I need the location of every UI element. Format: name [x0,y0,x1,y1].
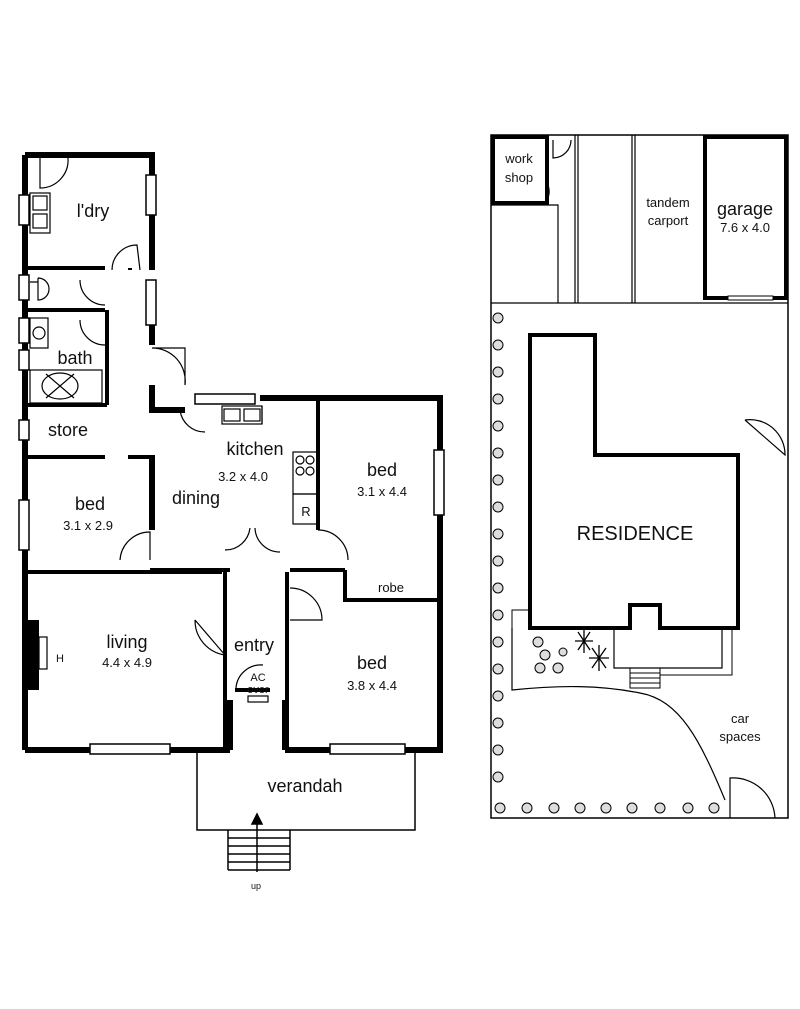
site-boundary [490,134,789,819]
front-steps [629,667,661,689]
outbuildings [491,135,788,304]
shrub-row-left [492,312,504,783]
stairs-up-label: up [251,881,261,891]
front-gate [729,777,776,819]
carport-label-line1: tandem [646,195,689,210]
garage-label: garage [717,199,773,219]
room-size-bed-3: 3.8 x 4.4 [347,678,397,693]
room-label-bed-1: bed [75,494,105,514]
heater-unit [38,636,48,670]
room-size-bed-1: 3.1 x 2.9 [63,518,113,533]
site-plan [490,134,789,819]
ac-label-line1: AC [250,672,265,684]
workshop-label-line2: shop [505,170,533,185]
room-label-kitchen: kitchen [226,439,283,459]
verandah-outline [196,750,416,872]
room-size-living: 4.4 x 4.9 [102,655,152,670]
fixtures [29,192,319,703]
room-size-kitchen: 3.2 x 4.0 [218,469,268,484]
car-spaces-label-line2: spaces [719,729,761,744]
residence-label: RESIDENCE [577,523,694,545]
room-label-dining: dining [172,488,220,508]
room-label-bath: bath [57,348,92,368]
ac-label-line2: over [247,684,269,696]
garage-door [727,295,774,301]
room-size-bed-2: 3.1 x 4.4 [357,484,407,499]
windows [18,174,445,755]
residence-outline [528,333,740,630]
workshop-door-2 [546,182,550,201]
workshop-door [552,139,572,159]
room-label-laundry: l'dry [77,201,109,221]
room-label-robe: robe [378,580,404,595]
room-label-entry: entry [234,635,274,655]
garden-bed-edge [511,628,726,801]
car-spaces-label-line1: car [731,711,750,726]
room-label-living: living [106,632,147,652]
doors [39,157,349,689]
garden-plants [532,629,609,674]
room-label-bed-3: bed [357,653,387,673]
fireplace [25,620,39,690]
front-landing-edge [660,627,733,676]
garage-size: 7.6 x 4.0 [720,220,770,235]
side-fence [511,609,530,628]
front-landing [613,628,723,669]
workshop-label-line1: work [504,151,533,166]
shrub-row-bottom [494,802,720,814]
room-label-verandah: verandah [267,776,342,796]
room-label-store: store [48,420,88,440]
floor-plan [18,152,445,872]
side-gate [744,419,786,457]
room-label-bed-2: bed [367,460,397,480]
fridge-label: R [301,504,310,519]
interior-walls [25,266,440,750]
carport-label-line2: carport [648,213,689,228]
heater-label: H [56,653,64,665]
workshop-building [491,135,549,205]
